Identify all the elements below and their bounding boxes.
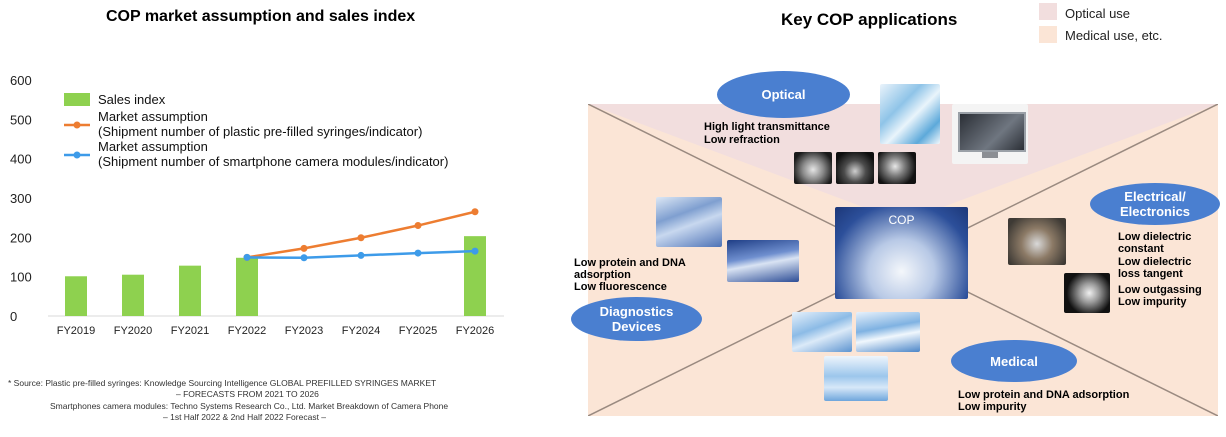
- source-note-line-2: – FORECASTS FROM 2021 TO 2026: [176, 389, 319, 399]
- x-tick-label: FY2023: [285, 325, 324, 337]
- medical-ellipse-label: Medical: [990, 353, 1038, 369]
- microplate-image: [656, 197, 722, 247]
- diagnostics-property-3: Low fluorescence: [574, 281, 667, 293]
- y-tick-label: 400: [10, 152, 32, 167]
- x-tick-label: FY2020: [114, 325, 153, 337]
- lens-part-image-3: [878, 152, 916, 184]
- lens-part-image-2: [836, 152, 874, 184]
- lens-part-image-1: [794, 152, 832, 184]
- optical-ellipse-label: Optical: [761, 87, 806, 102]
- legend-line-marker: [73, 121, 81, 129]
- source-note-line-4: – 1st Half 2022 & 2nd Half 2022 Forecast…: [163, 412, 327, 422]
- tv-stand: [982, 152, 998, 158]
- x-tick-label: FY2019: [57, 325, 96, 337]
- legend-label: (Shipment number of plastic pre-filled s…: [98, 124, 422, 139]
- y-tick-label: 200: [10, 230, 32, 245]
- legend-line-marker: [73, 151, 81, 159]
- legend-bar-swatch: [64, 93, 90, 106]
- y-tick-label: 500: [10, 112, 32, 127]
- electrical-property-2: constant: [1118, 243, 1164, 255]
- chart-title: COP market assumption and sales index: [106, 8, 416, 25]
- electrical-ellipse: Electrical/Electronics: [1090, 183, 1220, 225]
- electrical-label-line-1: Electrical/: [1124, 189, 1186, 204]
- television-image: [952, 104, 1028, 164]
- syringes-market-point: [471, 208, 479, 216]
- electrical-label-line-2: Electronics: [1119, 204, 1191, 219]
- electrical-property-4: loss tangent: [1118, 268, 1183, 280]
- camera-modules-market-point: [300, 254, 308, 262]
- applications-title: Key COP applications: [781, 10, 958, 29]
- y-tick-label: 100: [10, 270, 32, 285]
- electrical-property-1: Low dielectric: [1118, 231, 1192, 243]
- x-tick-label: FY2021: [171, 325, 210, 337]
- sales-index-bar: [464, 236, 486, 316]
- electrical-property-6: Low impurity: [1118, 296, 1187, 308]
- y-tick-label: 0: [10, 309, 17, 324]
- optical-property-2: Low refraction: [704, 134, 780, 146]
- cop-label: COP: [888, 213, 915, 227]
- medical-property-2: Low impurity: [958, 401, 1027, 413]
- sales-index-bar: [122, 274, 144, 316]
- camera-modules-market-point: [471, 247, 479, 255]
- syringes-market-point: [300, 244, 308, 252]
- key-optical-swatch: [1039, 3, 1057, 20]
- optical-property-1: High light transmittance: [704, 121, 830, 133]
- x-tick-label: FY2022: [228, 325, 267, 337]
- key-optical-label: Optical use: [1065, 6, 1131, 21]
- diagnostics-label-line-2: Devices: [611, 319, 662, 334]
- lens-sheet-image: [880, 84, 940, 144]
- diagnostics-label-line-1: Diagnostics: [599, 304, 674, 319]
- key-medical-swatch: [1039, 26, 1057, 43]
- camera-modules-market-point: [357, 251, 365, 259]
- electrical-property-3: Low dielectric: [1118, 256, 1192, 268]
- legend-label: (Shipment number of smartphone camera mo…: [98, 154, 448, 169]
- diagnostics-property-2: adsorption: [574, 269, 631, 281]
- vials-image: [824, 356, 888, 401]
- legend-label: Market assumption: [98, 139, 208, 154]
- legend-label: Sales index: [98, 92, 166, 107]
- y-tick-label: 600: [10, 73, 32, 88]
- optical-ellipse: Optical: [717, 71, 850, 118]
- x-tick-label: FY2024: [342, 325, 381, 337]
- source-note-line-3: Smartphones camera modules: Techno Syste…: [50, 401, 449, 411]
- medical-ellipse: Medical: [951, 340, 1077, 382]
- tv-screen: [958, 112, 1026, 152]
- legend-label: Market assumption: [98, 109, 208, 124]
- key-medical-label: Medical use, etc.: [1065, 28, 1163, 43]
- y-tick-label: 300: [10, 191, 32, 206]
- diagnostics-property-1: Low protein and DNA: [574, 257, 686, 269]
- chip-image: [727, 240, 799, 282]
- x-tick-label: FY2026: [456, 325, 495, 337]
- electrical-property-5: Low outgassing: [1118, 284, 1202, 296]
- sales-index-bar: [65, 276, 87, 316]
- camera-lens-image: [1064, 273, 1110, 313]
- sales-index-bar: [179, 265, 201, 316]
- medical-containers-image: [792, 312, 852, 352]
- sales-index-bar: [236, 257, 258, 316]
- source-note-line-1: * Source: Plastic pre-filled syringes: K…: [8, 378, 437, 388]
- syringe-image: [856, 312, 920, 352]
- syringes-market-point: [357, 234, 365, 242]
- connector-image: [1008, 218, 1066, 265]
- syringes-market-point: [414, 222, 422, 230]
- cop-pellets-image: COP: [835, 207, 968, 299]
- camera-modules-market-point: [414, 249, 422, 257]
- medical-property-1: Low protein and DNA adsorption: [958, 389, 1130, 401]
- x-tick-label: FY2025: [399, 325, 438, 337]
- camera-modules-market-point: [243, 253, 251, 261]
